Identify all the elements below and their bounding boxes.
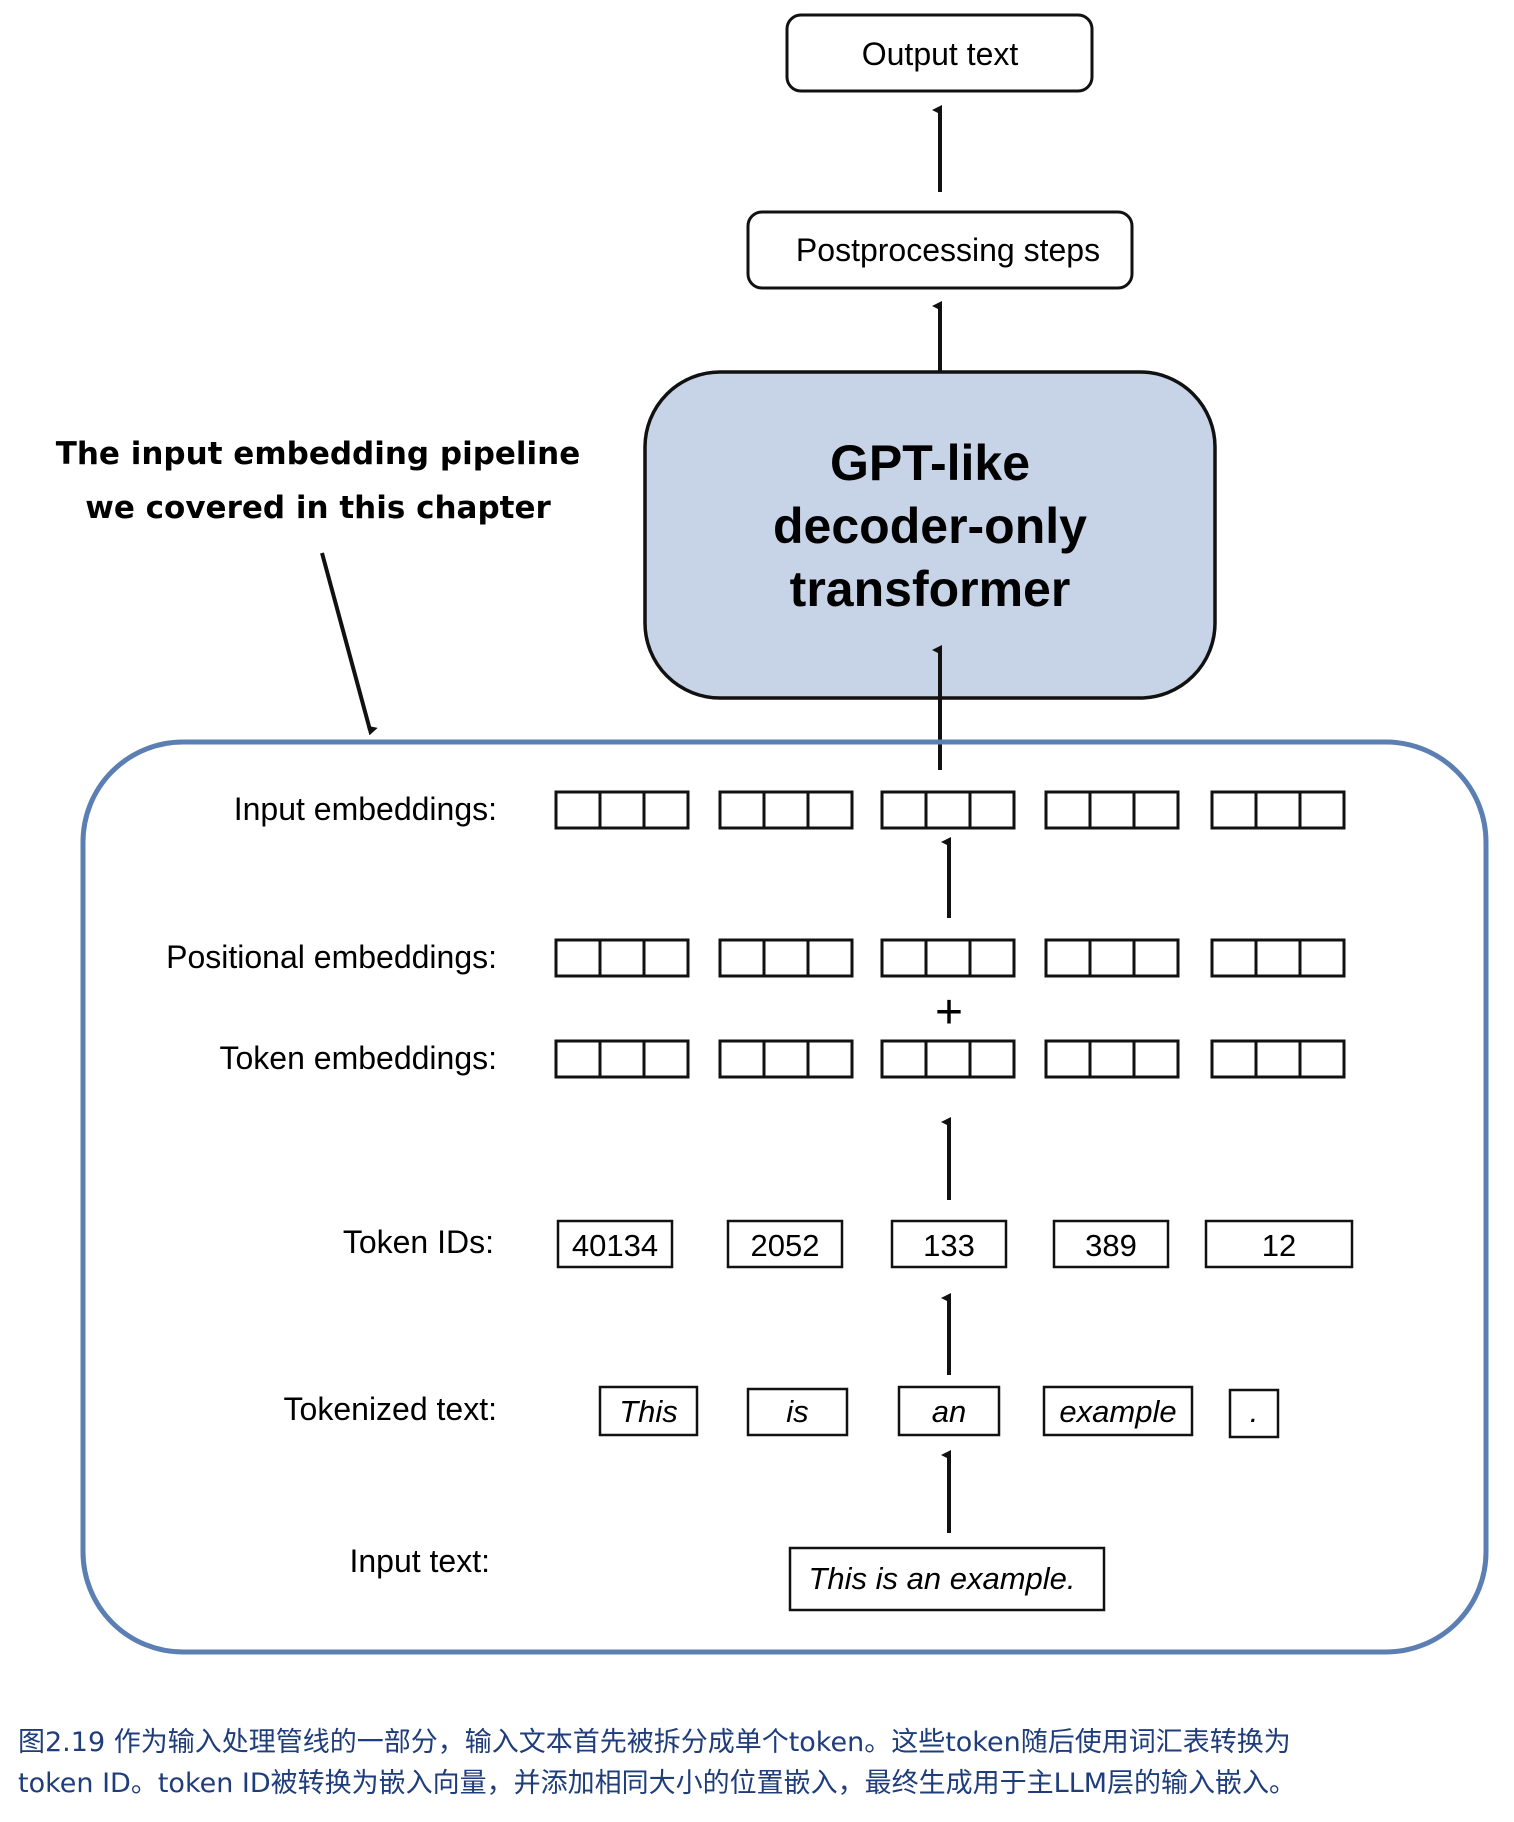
- token-embedding-cell: [1088, 1039, 1136, 1079]
- token-embedding-cell: [880, 1039, 928, 1079]
- label-input-embeddings: Input embeddings:: [234, 791, 497, 827]
- annotation-line-2: we covered in this chapter: [85, 490, 551, 526]
- token-text: This: [619, 1394, 678, 1429]
- token-embedding-cell: [968, 1039, 1016, 1079]
- token-embedding-cell: [762, 1039, 810, 1079]
- plus-sign: +: [935, 986, 963, 1039]
- input-embedding-cell: [718, 790, 766, 830]
- label-token-ids: Token IDs:: [343, 1224, 494, 1260]
- token-embedding-cell: [642, 1039, 690, 1079]
- input-embedding-cell: [762, 790, 810, 830]
- token-boxes: This is an example.: [598, 1385, 1280, 1439]
- token-id-value: 12: [1262, 1228, 1296, 1263]
- positional-embeddings-grid: [554, 938, 1346, 978]
- token-text: example: [1059, 1394, 1176, 1429]
- token-embedding-cell: [1210, 1039, 1258, 1079]
- token-embedding-cell: [554, 1039, 602, 1079]
- postprocessing-box: [746, 210, 1134, 290]
- token-embedding-cell: [924, 1039, 972, 1079]
- input-embedding-cell: [924, 790, 972, 830]
- token-text: is: [786, 1394, 808, 1429]
- label-input-text: Input text:: [349, 1543, 490, 1579]
- token-id-value: 2052: [751, 1228, 820, 1263]
- positional-embedding-cell: [968, 938, 1016, 978]
- token-id-box: [726, 1219, 844, 1269]
- token-id-box: [1052, 1219, 1170, 1269]
- embedding-pipeline-container: [80, 739, 1489, 1655]
- token-box: [598, 1385, 699, 1437]
- input-embedding-cell: [598, 790, 646, 830]
- token-id-value: 40134: [572, 1228, 658, 1263]
- token-id-boxes: 40134 2052 133 389 12: [556, 1219, 1354, 1269]
- input-embedding-cell: [968, 790, 1016, 830]
- token-text: .: [1250, 1394, 1259, 1429]
- token-embedding-cell: [598, 1039, 646, 1079]
- input-embedding-cell: [806, 790, 854, 830]
- pipeline-diagram: Output text Postprocessing steps GPT-lik…: [56, 13, 1489, 1655]
- gpt-transformer-box: [643, 370, 1217, 700]
- token-id-box: [890, 1219, 1008, 1269]
- positional-embedding-cell: [598, 938, 646, 978]
- annotation-line-1: The input embedding pipeline: [56, 436, 581, 472]
- label-tokenized-text: Tokenized text:: [284, 1391, 497, 1427]
- positional-embedding-cell: [1210, 938, 1258, 978]
- output-text-label: Output text: [862, 36, 1019, 72]
- output-text-box: [785, 13, 1094, 93]
- label-positional-embeddings: Positional embeddings:: [166, 939, 497, 975]
- token-embedding-cell: [1044, 1039, 1092, 1079]
- input-text-box: [788, 1546, 1106, 1612]
- gpt-label-line-2: decoder-only: [773, 498, 1087, 554]
- input-embedding-cell: [1298, 790, 1346, 830]
- token-box: [897, 1385, 1001, 1437]
- gpt-label-line-1: GPT-like: [830, 435, 1030, 491]
- positional-embedding-cell: [924, 938, 972, 978]
- token-box: [746, 1387, 849, 1437]
- token-embedding-cell: [718, 1039, 766, 1079]
- token-box: [1042, 1385, 1194, 1437]
- token-id-value: 133: [923, 1228, 975, 1263]
- input-embedding-cell: [1210, 790, 1258, 830]
- token-embedding-cell: [806, 1039, 854, 1079]
- figure-caption: 图2.19 作为输入处理管线的一部分，输入文本首先被拆分成单个token。这些t…: [18, 1722, 1498, 1804]
- token-id-value: 389: [1085, 1228, 1137, 1263]
- token-embedding-cell: [1298, 1039, 1346, 1079]
- positional-embedding-cell: [762, 938, 810, 978]
- token-id-box: [1204, 1219, 1354, 1269]
- input-text-value: This is an example.: [808, 1561, 1075, 1596]
- token-id-box: [556, 1219, 674, 1269]
- positional-embedding-cell: [1088, 938, 1136, 978]
- token-embeddings-grid: [554, 1039, 1346, 1079]
- positional-embedding-cell: [718, 938, 766, 978]
- annotation-arrow: [320, 552, 378, 736]
- input-embedding-cell: [1132, 790, 1180, 830]
- input-embeddings-grid: [554, 790, 1346, 830]
- input-embedding-cell: [1044, 790, 1092, 830]
- positional-embedding-cell: [1254, 938, 1302, 978]
- postprocessing-label: Postprocessing steps: [796, 232, 1100, 268]
- input-embedding-cell: [642, 790, 690, 830]
- token-text: an: [932, 1394, 966, 1429]
- caption-line-2: token ID。token ID被转换为嵌入向量，并添加相同大小的位置嵌入，最…: [18, 1768, 1297, 1799]
- positional-embedding-cell: [1044, 938, 1092, 978]
- token-box: [1228, 1388, 1280, 1439]
- input-embedding-cell: [1088, 790, 1136, 830]
- positional-embedding-cell: [806, 938, 854, 978]
- token-embedding-cell: [1132, 1039, 1180, 1079]
- label-token-embeddings: Token embeddings:: [219, 1040, 497, 1076]
- input-embedding-cell: [880, 790, 928, 830]
- positional-embedding-cell: [1132, 938, 1180, 978]
- positional-embedding-cell: [880, 938, 928, 978]
- input-embedding-cell: [554, 790, 602, 830]
- input-embedding-cell: [1254, 790, 1302, 830]
- positional-embedding-cell: [554, 938, 602, 978]
- positional-embedding-cell: [642, 938, 690, 978]
- positional-embedding-cell: [1298, 938, 1346, 978]
- gpt-label-line-3: transformer: [790, 561, 1071, 617]
- caption-line-1: 图2.19 作为输入处理管线的一部分，输入文本首先被拆分成单个token。这些t…: [18, 1727, 1291, 1758]
- token-embedding-cell: [1254, 1039, 1302, 1079]
